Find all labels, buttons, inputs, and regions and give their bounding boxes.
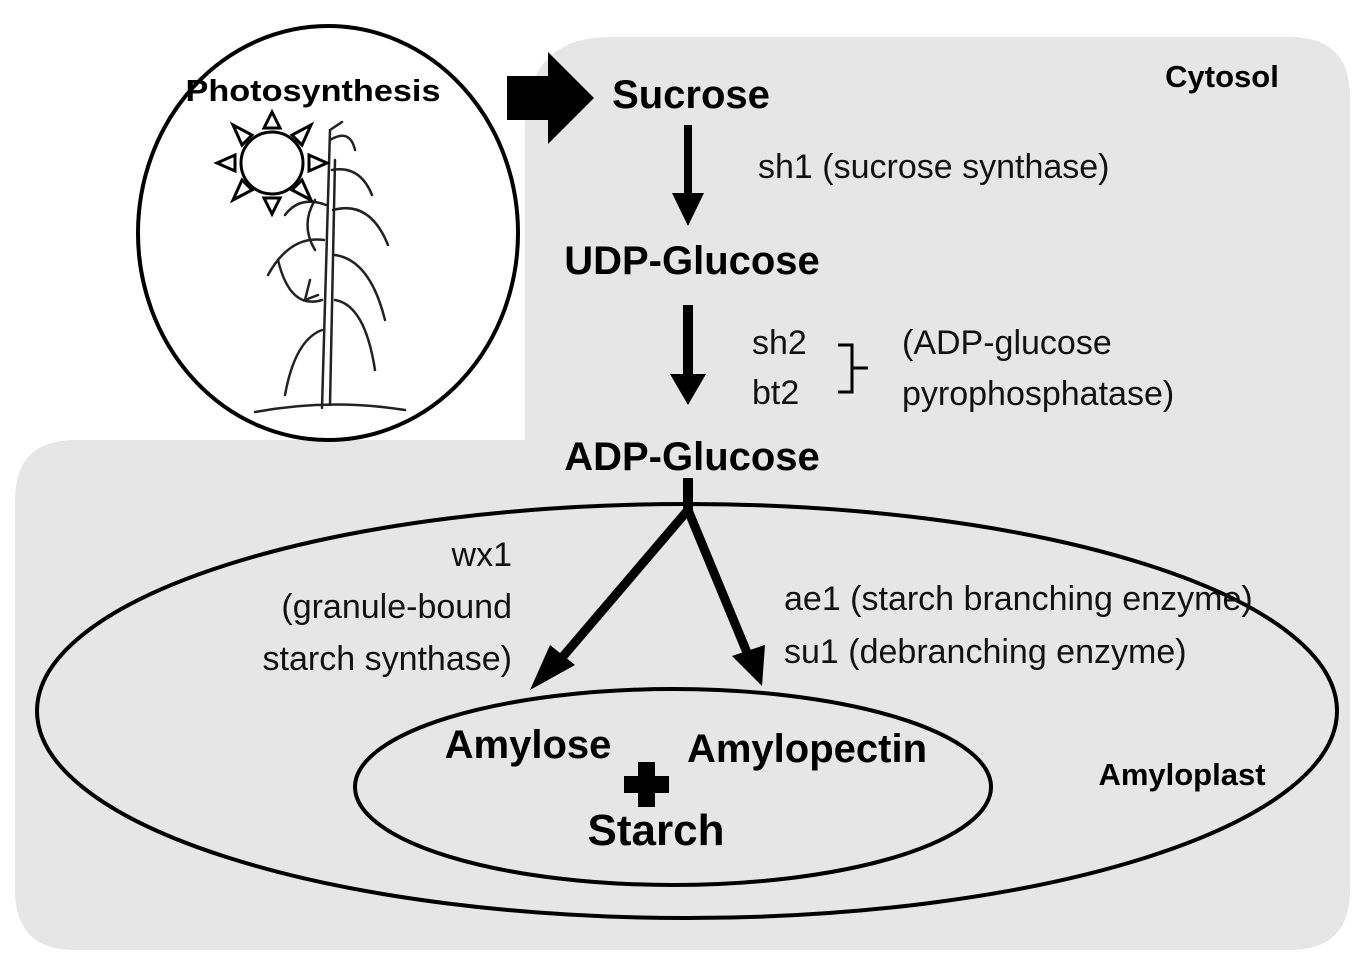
cytosol-label: Cytosol [1165,59,1279,94]
sh1-label: sh1 (sucrose synthase) [758,148,1110,186]
maize-plant-icon [253,120,407,414]
adp-glucose-label: ADP-Glucose [564,435,820,479]
agpase-label-line2: pyrophosphatase) [902,375,1174,413]
sun-icon [213,108,331,218]
wx1-label-line2: (granule-bound [281,588,512,626]
sh2-label: sh2 [752,324,807,362]
amylose-label: Amylose [445,723,612,767]
amylopectin-label: Amylopectin [687,727,927,771]
arrow-adp-branch [530,478,765,690]
amyloplast-label: Amyloplast [1098,757,1265,792]
arrow-sucrose-to-udp [672,125,704,226]
bracket-icon [838,343,868,394]
photosynthesis-label: Photosynthesis [186,73,441,108]
ae1-label: ae1 (starch branching enzyme) [784,580,1253,618]
arrow-udp-to-adp [670,305,706,405]
big-arrow-icon [507,52,594,144]
udp-glucose-label: UDP-Glucose [564,239,820,283]
plus-icon [624,762,669,807]
wx1-label-line1: wx1 [451,536,512,574]
starch-granule-ellipse [353,687,993,887]
wx1-label-line3: starch synthase) [263,640,512,678]
su1-label: su1 (debranching enzyme) [784,633,1187,671]
sucrose-label: Sucrose [612,73,770,117]
starch-label: Starch [588,806,725,855]
cytosol-region [15,37,1350,950]
bt2-label: bt2 [752,374,799,412]
agpase-label-line1: (ADP-glucose [902,324,1112,362]
